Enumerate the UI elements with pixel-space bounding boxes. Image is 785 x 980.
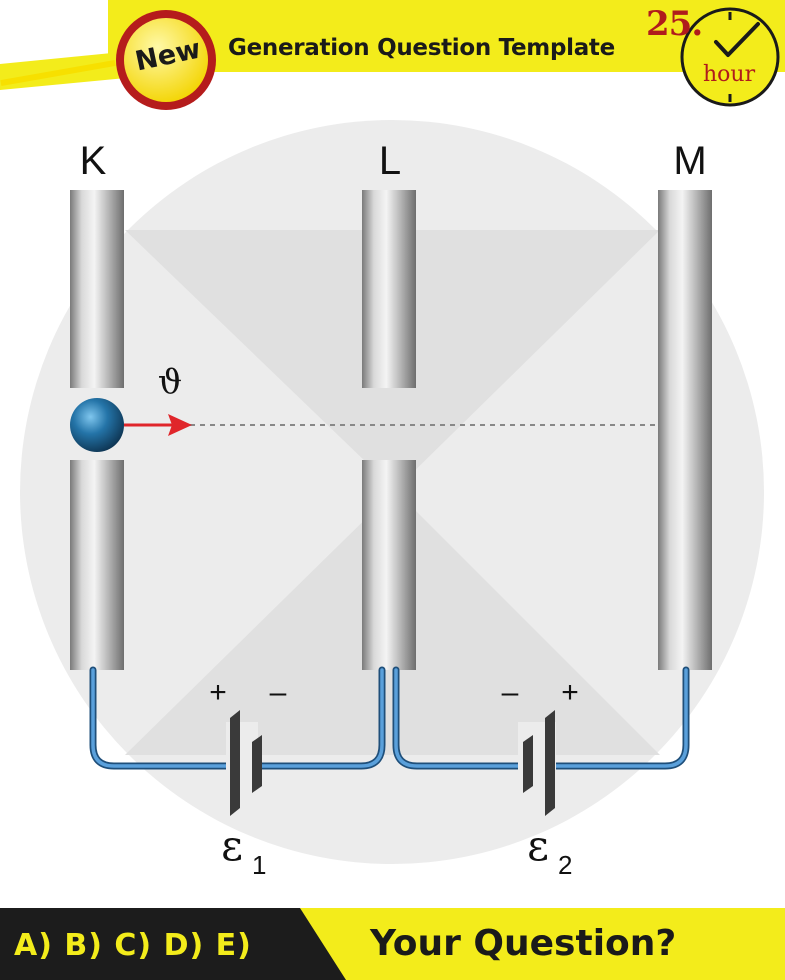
battery-e1-symbol: ε [221, 821, 243, 870]
clock-number: 25. [646, 4, 703, 44]
plate-m [658, 190, 712, 670]
battery-e1-minus-sign: – [270, 676, 287, 709]
plate-label-l: L [379, 139, 401, 183]
header-bar [0, 0, 785, 90]
question-text: Your Question? [370, 923, 677, 964]
answer-choices: A) B) C) D) E) [14, 928, 252, 963]
footer-bar [0, 908, 785, 980]
clock-icon [680, 7, 780, 107]
battery-e1-plus-sign: + [209, 676, 227, 709]
magnifier-icon [116, 10, 216, 110]
battery-e1 [226, 710, 262, 816]
battery-e2-subscript: 2 [558, 850, 572, 880]
plate-label-k: K [80, 139, 107, 183]
clock-unit: hour [703, 62, 756, 87]
plate-label-m: M [673, 139, 706, 183]
battery-e2-symbol: ε [527, 821, 549, 870]
plate-l [362, 190, 416, 670]
page-title: Generation Question Template [228, 35, 615, 61]
battery-e2-minus-sign: – [502, 676, 519, 709]
battery-e1-subscript: 1 [252, 850, 266, 880]
battery-e2-plus-sign: + [561, 676, 579, 709]
battery-e2 [518, 710, 556, 816]
velocity-arrow [124, 414, 192, 436]
velocity-symbol: ϑ [158, 362, 182, 402]
plate-k [70, 190, 124, 670]
particle [70, 398, 124, 452]
